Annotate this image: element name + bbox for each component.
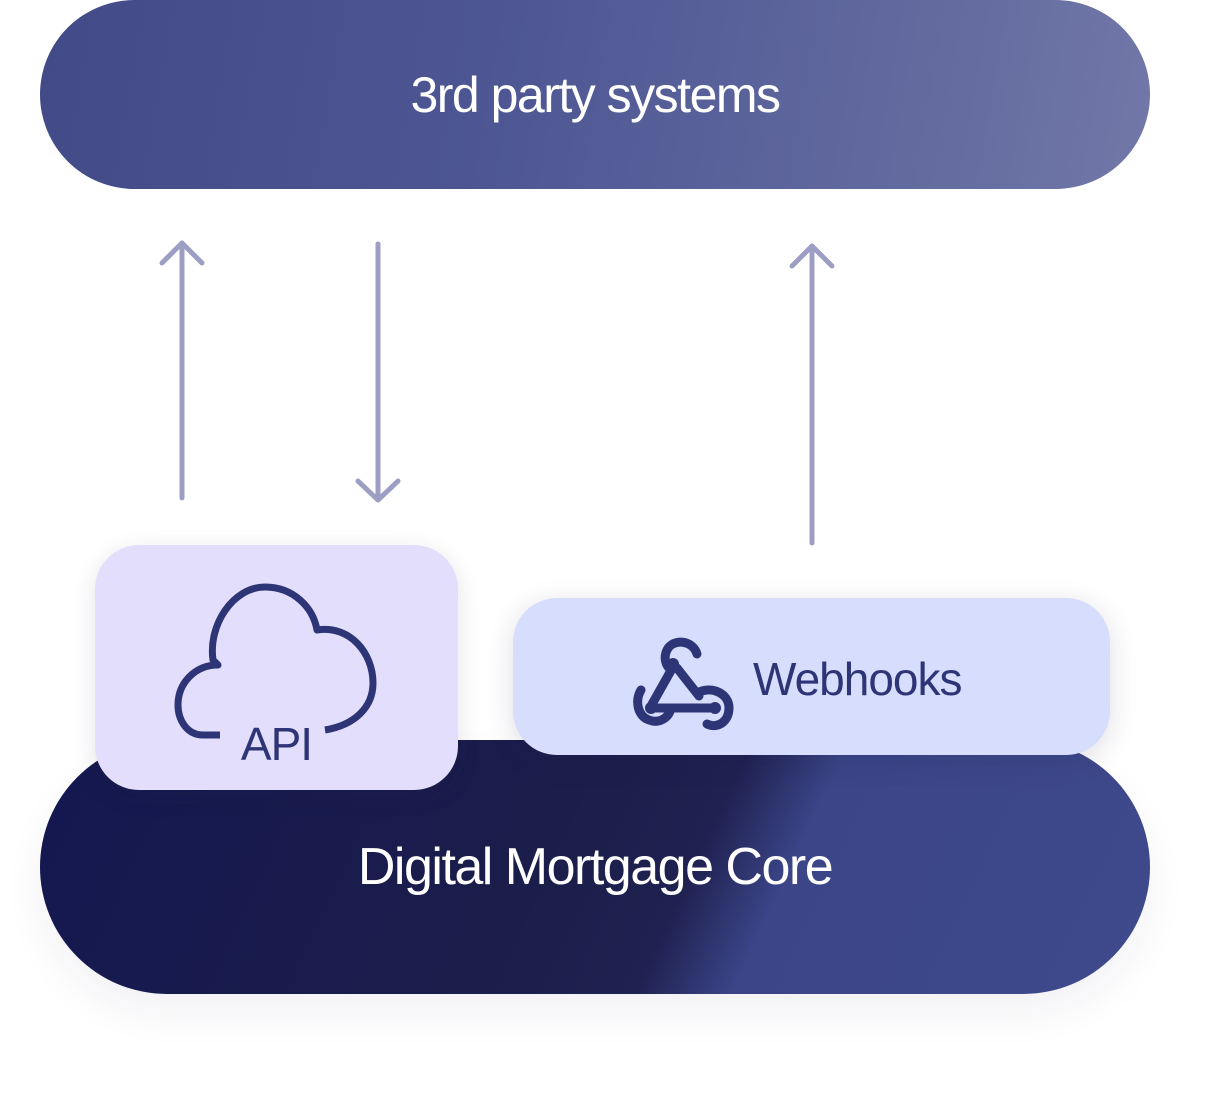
connection-arrows bbox=[159, 240, 835, 546]
api-card: API bbox=[95, 545, 458, 790]
third-party-to-api-arrow bbox=[355, 241, 401, 503]
cloud-icon bbox=[174, 583, 377, 739]
third-party-systems-label: 3rd party systems bbox=[410, 66, 781, 123]
webhooks-to-third-party-arrow bbox=[789, 243, 835, 546]
api-label: API bbox=[240, 718, 313, 770]
digital-mortgage-core-label: Digital Mortgage Core bbox=[357, 838, 834, 896]
webhook-icon bbox=[633, 637, 734, 731]
webhooks-card: Webhooks bbox=[513, 598, 1110, 755]
api-to-third-party-arrow bbox=[159, 240, 205, 501]
third-party-systems-node: 3rd party systems bbox=[40, 0, 1150, 189]
webhooks-label: Webhooks bbox=[753, 653, 963, 705]
